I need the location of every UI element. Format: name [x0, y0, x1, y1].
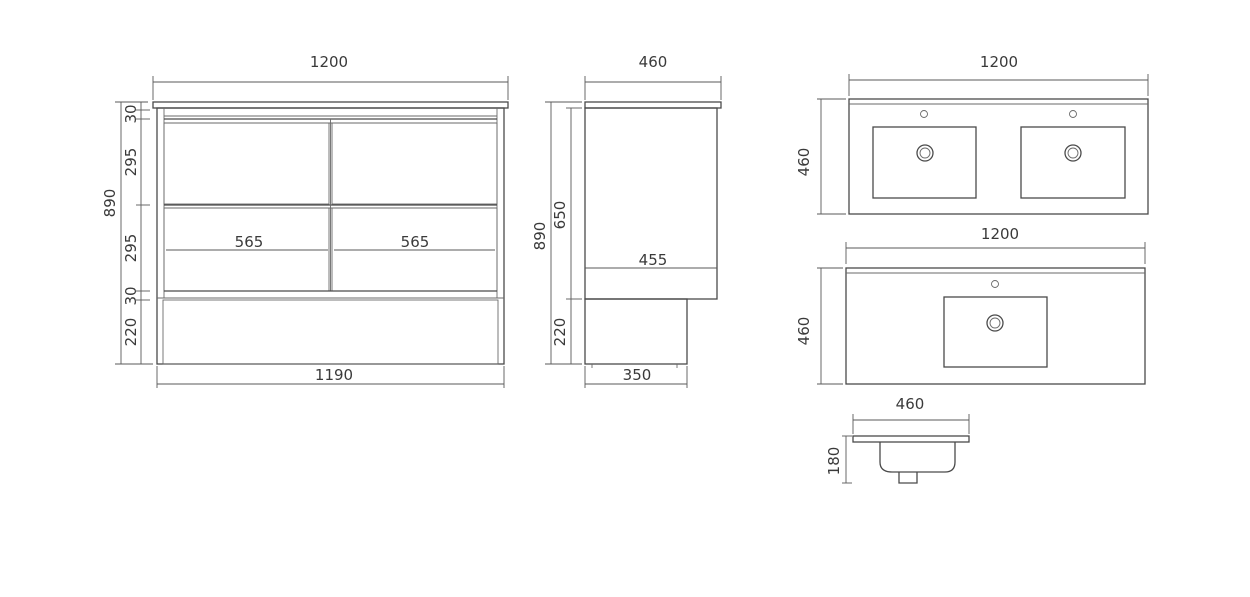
section-bowl: [879, 442, 956, 473]
front-countertop: [152, 101, 509, 109]
front-seg-top-label: 30: [122, 104, 140, 123]
double-top-width-label: 1200: [980, 53, 1018, 71]
front-width-top-label: 1200: [310, 53, 348, 71]
side-plinth: [584, 298, 688, 365]
front-view: 1200 565 565: [101, 53, 509, 388]
side-body-height-label: 650: [551, 201, 569, 230]
drain-right-outer: [1064, 144, 1082, 162]
side-plinth-depth-label: 350: [623, 366, 652, 384]
double-top-depth-label: 460: [795, 148, 813, 177]
front-drawer-top-left: [163, 122, 330, 205]
front-width-top-dimension: 1200: [152, 53, 509, 100]
side-countertop: [584, 101, 722, 109]
basin-single: [943, 296, 1048, 368]
side-plinth-height-label: 220: [551, 318, 569, 347]
section-width-label: 460: [896, 395, 925, 413]
front-seg-drawer1-label: 295: [122, 148, 140, 177]
drain-single-outer: [986, 314, 1004, 332]
drain-left-outer: [916, 144, 934, 162]
side-cabinet-body: [584, 107, 718, 300]
single-top-width-dimension: 1200: [845, 225, 1146, 264]
section-waste: [898, 472, 918, 484]
single-top-depth-dimension: 460: [795, 267, 843, 385]
double-top-outline: [848, 98, 1149, 215]
drain-left-inner: [919, 147, 931, 159]
front-drawer-top-right: [331, 122, 498, 205]
section-top-slab: [852, 435, 970, 443]
side-view: 460 455 350 890 650 220: [531, 53, 722, 388]
front-seg-plinth-label: 220: [122, 318, 140, 347]
side-plinth-depth-dimension: 350: [584, 366, 688, 388]
front-drawer-left-dimension: 565: [166, 233, 328, 251]
front-seg-drawer2-label: 295: [122, 234, 140, 263]
side-height-total-dimension: 890: [531, 101, 582, 365]
single-top-outline: [845, 267, 1146, 385]
basin-right: [1020, 126, 1126, 199]
front-width-bottom-label: 1190: [315, 366, 353, 384]
front-drawer-left-label: 565: [235, 233, 264, 251]
front-height-total-label: 890: [101, 189, 119, 218]
double-basin-top-view: 1200 460: [795, 53, 1149, 215]
basin-section-view: 460 180: [825, 395, 970, 484]
front-seg-mid-label: 30: [122, 286, 140, 305]
section-width-dimension: 460: [852, 395, 970, 434]
section-height-dimension: 180: [825, 435, 852, 484]
single-top-width-label: 1200: [981, 225, 1019, 243]
front-width-bottom-dimension: 1190: [156, 366, 505, 388]
tap-hole-right: [1069, 110, 1077, 118]
tap-hole-left: [920, 110, 928, 118]
side-height-segments-dimension: 650 220: [551, 107, 582, 364]
front-height-total-dimension: 890: [101, 101, 153, 365]
side-body-depth-dimension: 455: [585, 251, 717, 269]
front-height-segments-dimension: 30 295 295 30 220: [122, 102, 150, 364]
side-depth-top-label: 460: [639, 53, 668, 71]
drain-right-inner: [1067, 147, 1079, 159]
front-plinth: [162, 299, 499, 365]
side-height-total-label: 890: [531, 222, 549, 251]
double-top-depth-dimension: 460: [795, 98, 846, 215]
basin-left: [872, 126, 977, 199]
single-top-depth-label: 460: [795, 317, 813, 346]
side-depth-top-dimension: 460: [584, 53, 722, 100]
front-drawer-right-label: 565: [401, 233, 430, 251]
drain-single-inner: [989, 317, 1001, 329]
front-drawer-right-dimension: 565: [334, 233, 495, 251]
single-basin-top-view: 1200 460: [795, 225, 1146, 385]
section-height-label: 180: [825, 447, 843, 476]
double-top-width-dimension: 1200: [848, 53, 1149, 96]
tap-hole-single: [991, 280, 999, 288]
side-body-depth-label: 455: [639, 251, 668, 269]
